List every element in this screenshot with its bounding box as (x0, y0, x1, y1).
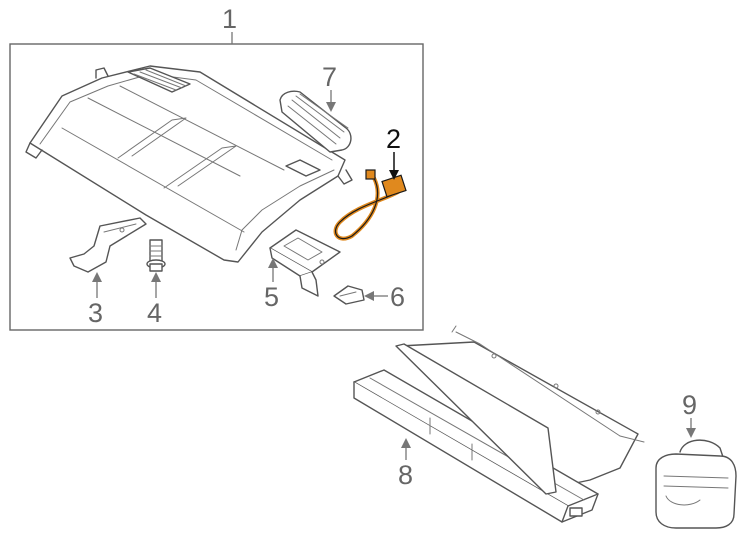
callout-3: 3 (88, 272, 103, 328)
callout-5: 5 (264, 258, 279, 312)
assembly-box (9, 43, 424, 331)
callout-8-label: 8 (398, 460, 413, 490)
callout-9-label: 9 (682, 390, 697, 420)
callout-2-label: 2 (386, 124, 401, 154)
callout-1-label: 1 (222, 4, 237, 34)
callout-1: 1 (222, 4, 237, 44)
callout-6: 6 (364, 282, 405, 312)
harness-connector (381, 174, 407, 198)
vent-grille-part (279, 90, 352, 153)
callout-4-label: 4 (147, 298, 162, 328)
callout-5-label: 5 (264, 282, 279, 312)
bracket-part (69, 217, 147, 273)
callout-8: 8 (398, 438, 413, 490)
wiring-harness-part (333, 169, 407, 241)
callout-3-label: 3 (88, 298, 103, 328)
callout-7: 7 (322, 62, 337, 112)
callout-7-label: 7 (322, 62, 337, 92)
callout-9: 9 (682, 390, 697, 438)
mounting-bracket-part (269, 229, 341, 297)
storage-bag-part (655, 439, 737, 529)
clip-part (333, 285, 365, 305)
bolt-part (146, 239, 166, 272)
callout-6-label: 6 (390, 282, 405, 312)
package-tray-part (25, 65, 353, 263)
callout-2: 2 (386, 124, 401, 180)
callout-4: 4 (147, 272, 162, 328)
tonneau-cover-part (353, 325, 645, 523)
